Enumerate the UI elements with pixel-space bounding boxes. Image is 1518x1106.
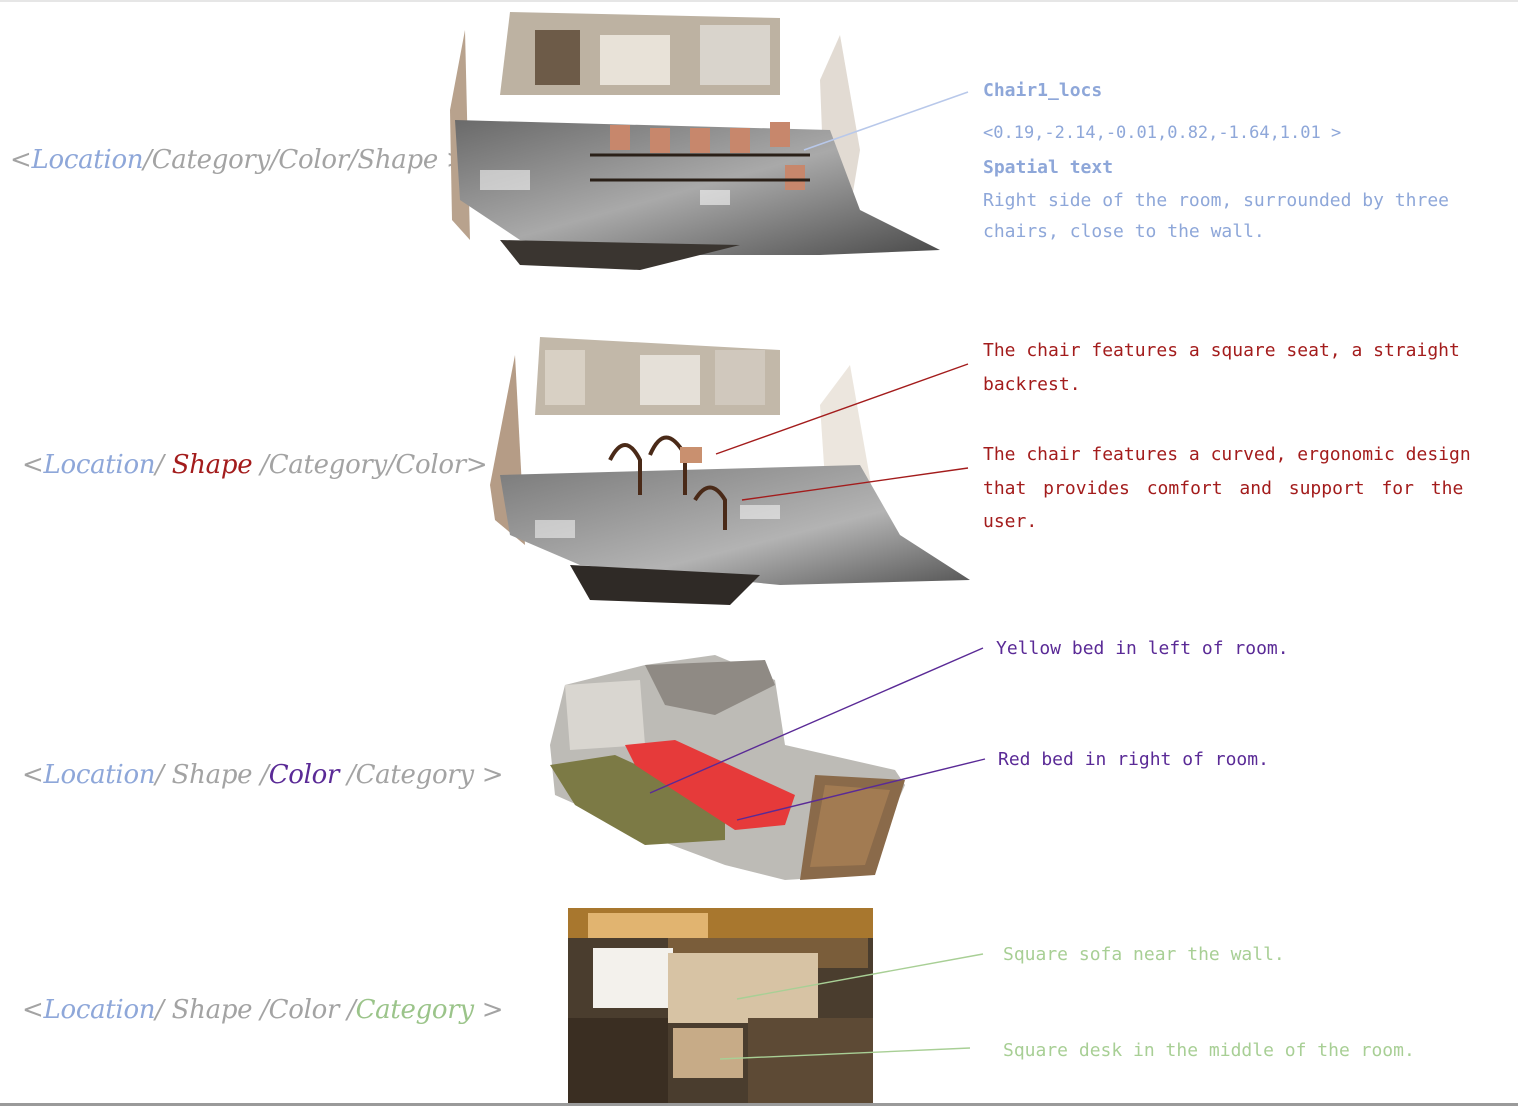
leader-yellow-bed	[649, 647, 984, 794]
spatial-text-line-2: chairs, close to the wall.	[983, 221, 1265, 242]
room-pointcloud-living	[568, 908, 873, 1103]
locs-values: <0.19,-2.14,-0.01,0.82,-1.64,1.01 >	[983, 123, 1342, 143]
room-pointcloud-dining-1	[450, 12, 940, 270]
shape-annotation-1-line-1: The chair features a square seat, a stra…	[983, 340, 1460, 361]
sequence-location-shape-category-color: <Location/ Shape /Category/Color>	[22, 450, 488, 480]
sequence-location-category-color-shape: <Location/Category/Color/Shape >	[10, 145, 468, 175]
room-pointcloud-dining-2	[490, 337, 970, 605]
category-annotation-sofa: Square sofa near the wall.	[1003, 944, 1285, 965]
spatial-text-title: Spatial text	[983, 157, 1114, 178]
top-border	[0, 0, 1518, 2]
sequence-location-shape-color-category-4: <Location/ Shape /Color /Category >	[22, 995, 504, 1025]
spatial-text-line-1: Right side of the room, surrounded by th…	[983, 190, 1449, 211]
leader-shape-square-chair	[715, 363, 969, 455]
leader-red-bed	[736, 758, 986, 821]
shape-annotation-2-line-2: that provides comfort and support for th…	[983, 478, 1464, 499]
shape-annotation-1-line-2: backrest.	[983, 374, 1081, 395]
bottom-border	[0, 1103, 1518, 1106]
category-annotation-desk: Square desk in the middle of the room.	[1003, 1040, 1415, 1061]
leader-chair-locs	[803, 91, 969, 151]
color-annotation-red-bed: Red bed in right of room.	[998, 749, 1269, 770]
leader-desk	[719, 1047, 971, 1060]
leader-shape-curved-chair	[741, 467, 969, 501]
room-pointcloud-bedroom	[550, 655, 905, 880]
leader-sofa	[736, 953, 984, 1000]
shape-annotation-2-line-1: The chair features a curved, ergonomic d…	[983, 444, 1471, 465]
shape-annotation-2-line-3: user.	[983, 511, 1038, 532]
sequence-location-shape-color-category: <Location/ Shape /Color /Category >	[22, 760, 504, 790]
locs-title: Chair1_locs	[983, 80, 1103, 101]
color-annotation-yellow-bed: Yellow bed in left of room.	[996, 638, 1289, 659]
